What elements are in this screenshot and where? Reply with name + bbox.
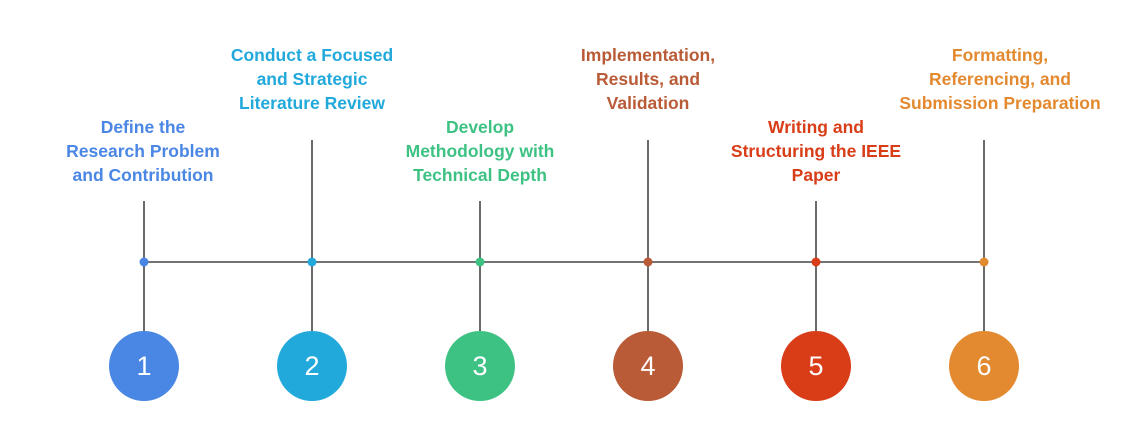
step-4-label-line-2: Results, and bbox=[595, 69, 701, 89]
step-6-number-circle: 6 bbox=[949, 331, 1019, 401]
step-4-timeline-dot bbox=[643, 257, 653, 267]
step-3-number-circle: 3 bbox=[445, 331, 515, 401]
step-5-label-line-1: Writing and bbox=[768, 117, 864, 137]
step-2-label: Conduct a Focused and Strategic Literatu… bbox=[192, 43, 432, 115]
step-4-label-line-1: Implementation, bbox=[580, 45, 716, 65]
step-1-label-line-3: and Contribution bbox=[72, 165, 214, 185]
step-5-timeline-dot bbox=[811, 257, 821, 267]
step-1-label-line-1: Define the bbox=[100, 117, 186, 137]
step-1-label-line-2: Research Problem bbox=[66, 141, 220, 161]
step-5-label-line-3: Paper bbox=[791, 165, 841, 185]
step-6-timeline-dot bbox=[979, 257, 989, 267]
step-3-label: Develop Methodology with Technical Depth bbox=[360, 115, 600, 187]
step-2-label-line-1: Conduct a Focused bbox=[230, 45, 394, 65]
step-3-label-line-1: Develop bbox=[445, 117, 515, 137]
step-1-timeline-dot bbox=[139, 257, 149, 267]
step-2-number-circle: 2 bbox=[277, 331, 347, 401]
step-5-label-line-2: Structuring the IEEE bbox=[730, 141, 902, 161]
step-6-label-line-3: Submission Preparation bbox=[899, 93, 1101, 113]
step-5-number-circle: 5 bbox=[781, 331, 851, 401]
step-2-timeline-dot bbox=[307, 257, 317, 267]
step-3-timeline-dot bbox=[475, 257, 485, 267]
step-6-label-line-1: Formatting, bbox=[951, 45, 1049, 65]
step-3-label-line-2: Methodology with bbox=[405, 141, 555, 161]
step-6-label: Formatting, Referencing, and Submission … bbox=[880, 43, 1120, 115]
step-4-label-line-3: Validation bbox=[606, 93, 690, 113]
step-4-label: Implementation, Results, and Validation bbox=[528, 43, 768, 115]
step-2-label-line-2: and Strategic bbox=[256, 69, 368, 89]
step-5-label: Writing and Structuring the IEEE Paper bbox=[696, 115, 936, 187]
step-4-number-circle: 4 bbox=[613, 331, 683, 401]
step-3-label-line-3: Technical Depth bbox=[413, 165, 547, 185]
step-1-label: Define the Research Problem and Contribu… bbox=[23, 115, 263, 187]
step-2-label-line-3: Literature Review bbox=[239, 93, 385, 113]
step-1-number-circle: 1 bbox=[109, 331, 179, 401]
step-6-label-line-2: Referencing, and bbox=[929, 69, 1071, 89]
